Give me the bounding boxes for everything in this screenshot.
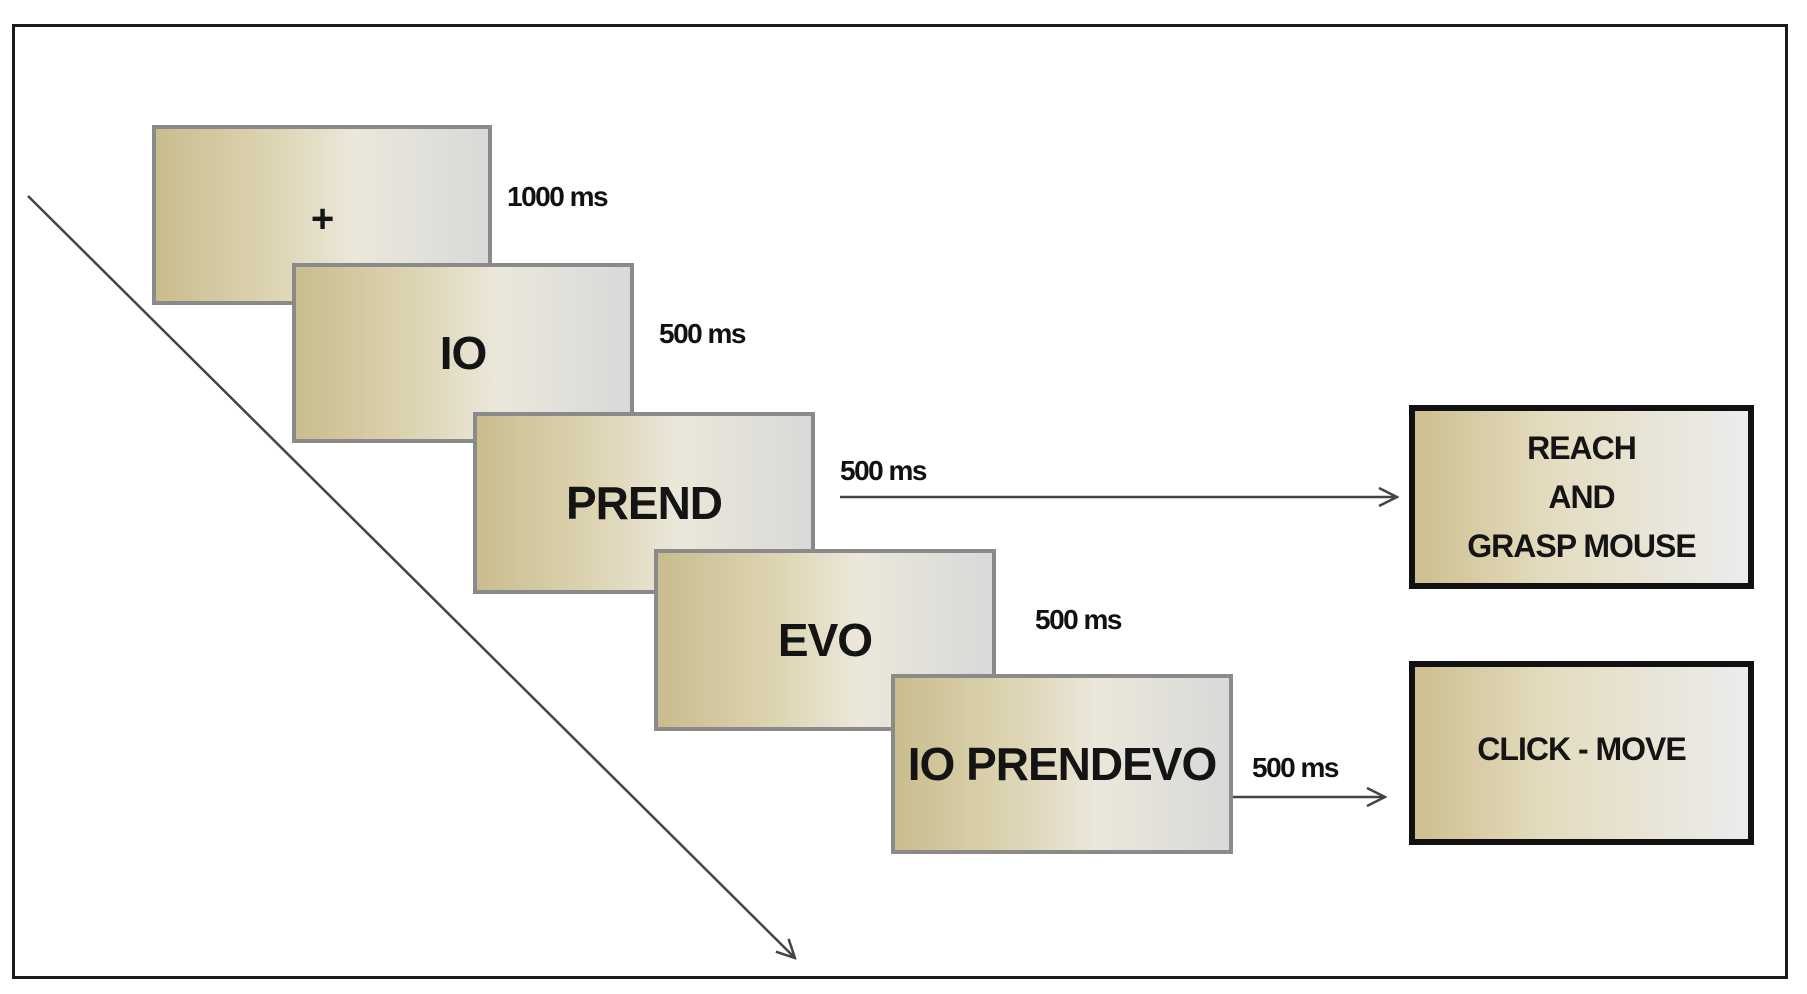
duration-label-io: 500 ms [659,318,746,349]
stimulus-screen-sentence: IO PRENDEVO [891,674,1233,854]
stimulus-label-io: IO [439,327,488,379]
duration-label-sentence: 500 ms [1252,752,1339,783]
response-text-click-move: CLICK - MOVE [1477,725,1686,774]
stimulus-label-prend: PREND [565,477,723,529]
response-line: REACH [1527,429,1637,466]
time-axis-arrow [27,195,795,958]
fixation-cross: + [310,196,334,241]
duration-label-fixation: 1000 ms [507,181,609,212]
stimulus-label-sentence: IO PRENDEVO [907,738,1218,790]
response-line: GRASP MOUSE [1467,527,1696,564]
response-text-reach-grasp: REACH AND GRASP MOUSE [1467,424,1696,571]
stimulus-label-evo: EVO [777,614,873,666]
duration-label-evo: 500 ms [1035,604,1122,635]
response-screen-reach-grasp: REACH AND GRASP MOUSE [1409,405,1754,589]
response-line: AND [1548,478,1615,515]
response-line: CLICK - MOVE [1477,730,1686,767]
duration-label-prend: 500 ms [840,455,927,486]
response-screen-click-move: CLICK - MOVE [1409,661,1754,845]
